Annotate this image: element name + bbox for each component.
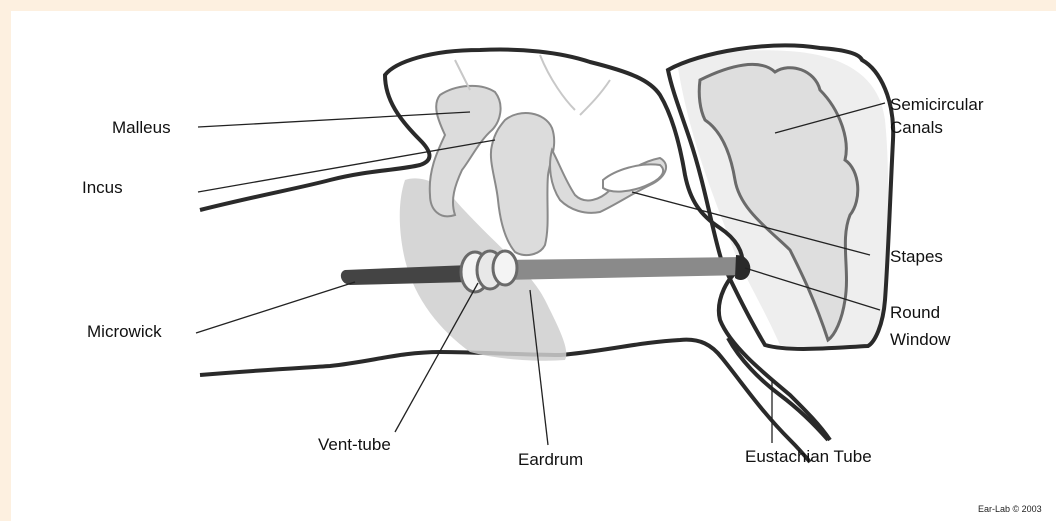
label-malleus: Malleus	[112, 118, 171, 137]
microwick-dark-segment	[341, 265, 470, 285]
label-incus: Incus	[82, 178, 123, 197]
label-eustachian-tube: Eustachian Tube	[745, 447, 872, 466]
label-microwick: Microwick	[87, 322, 162, 341]
label-window: Window	[890, 330, 951, 349]
stapes-footplate	[603, 164, 663, 191]
microwick-light-segment	[500, 257, 748, 280]
malleus-bone	[430, 86, 501, 216]
label-round: Round	[890, 303, 940, 322]
label-vent-tube: Vent-tube	[318, 435, 391, 454]
incus-bone	[491, 113, 554, 255]
label-eardrum: Eardrum	[518, 450, 583, 469]
vent-tube	[461, 251, 517, 292]
label-semicircular: Semicircular	[890, 95, 984, 114]
label-stapes: Stapes	[890, 247, 943, 266]
label-canals: Canals	[890, 118, 943, 137]
credit-text: Ear-Lab © 2003	[978, 504, 1042, 514]
